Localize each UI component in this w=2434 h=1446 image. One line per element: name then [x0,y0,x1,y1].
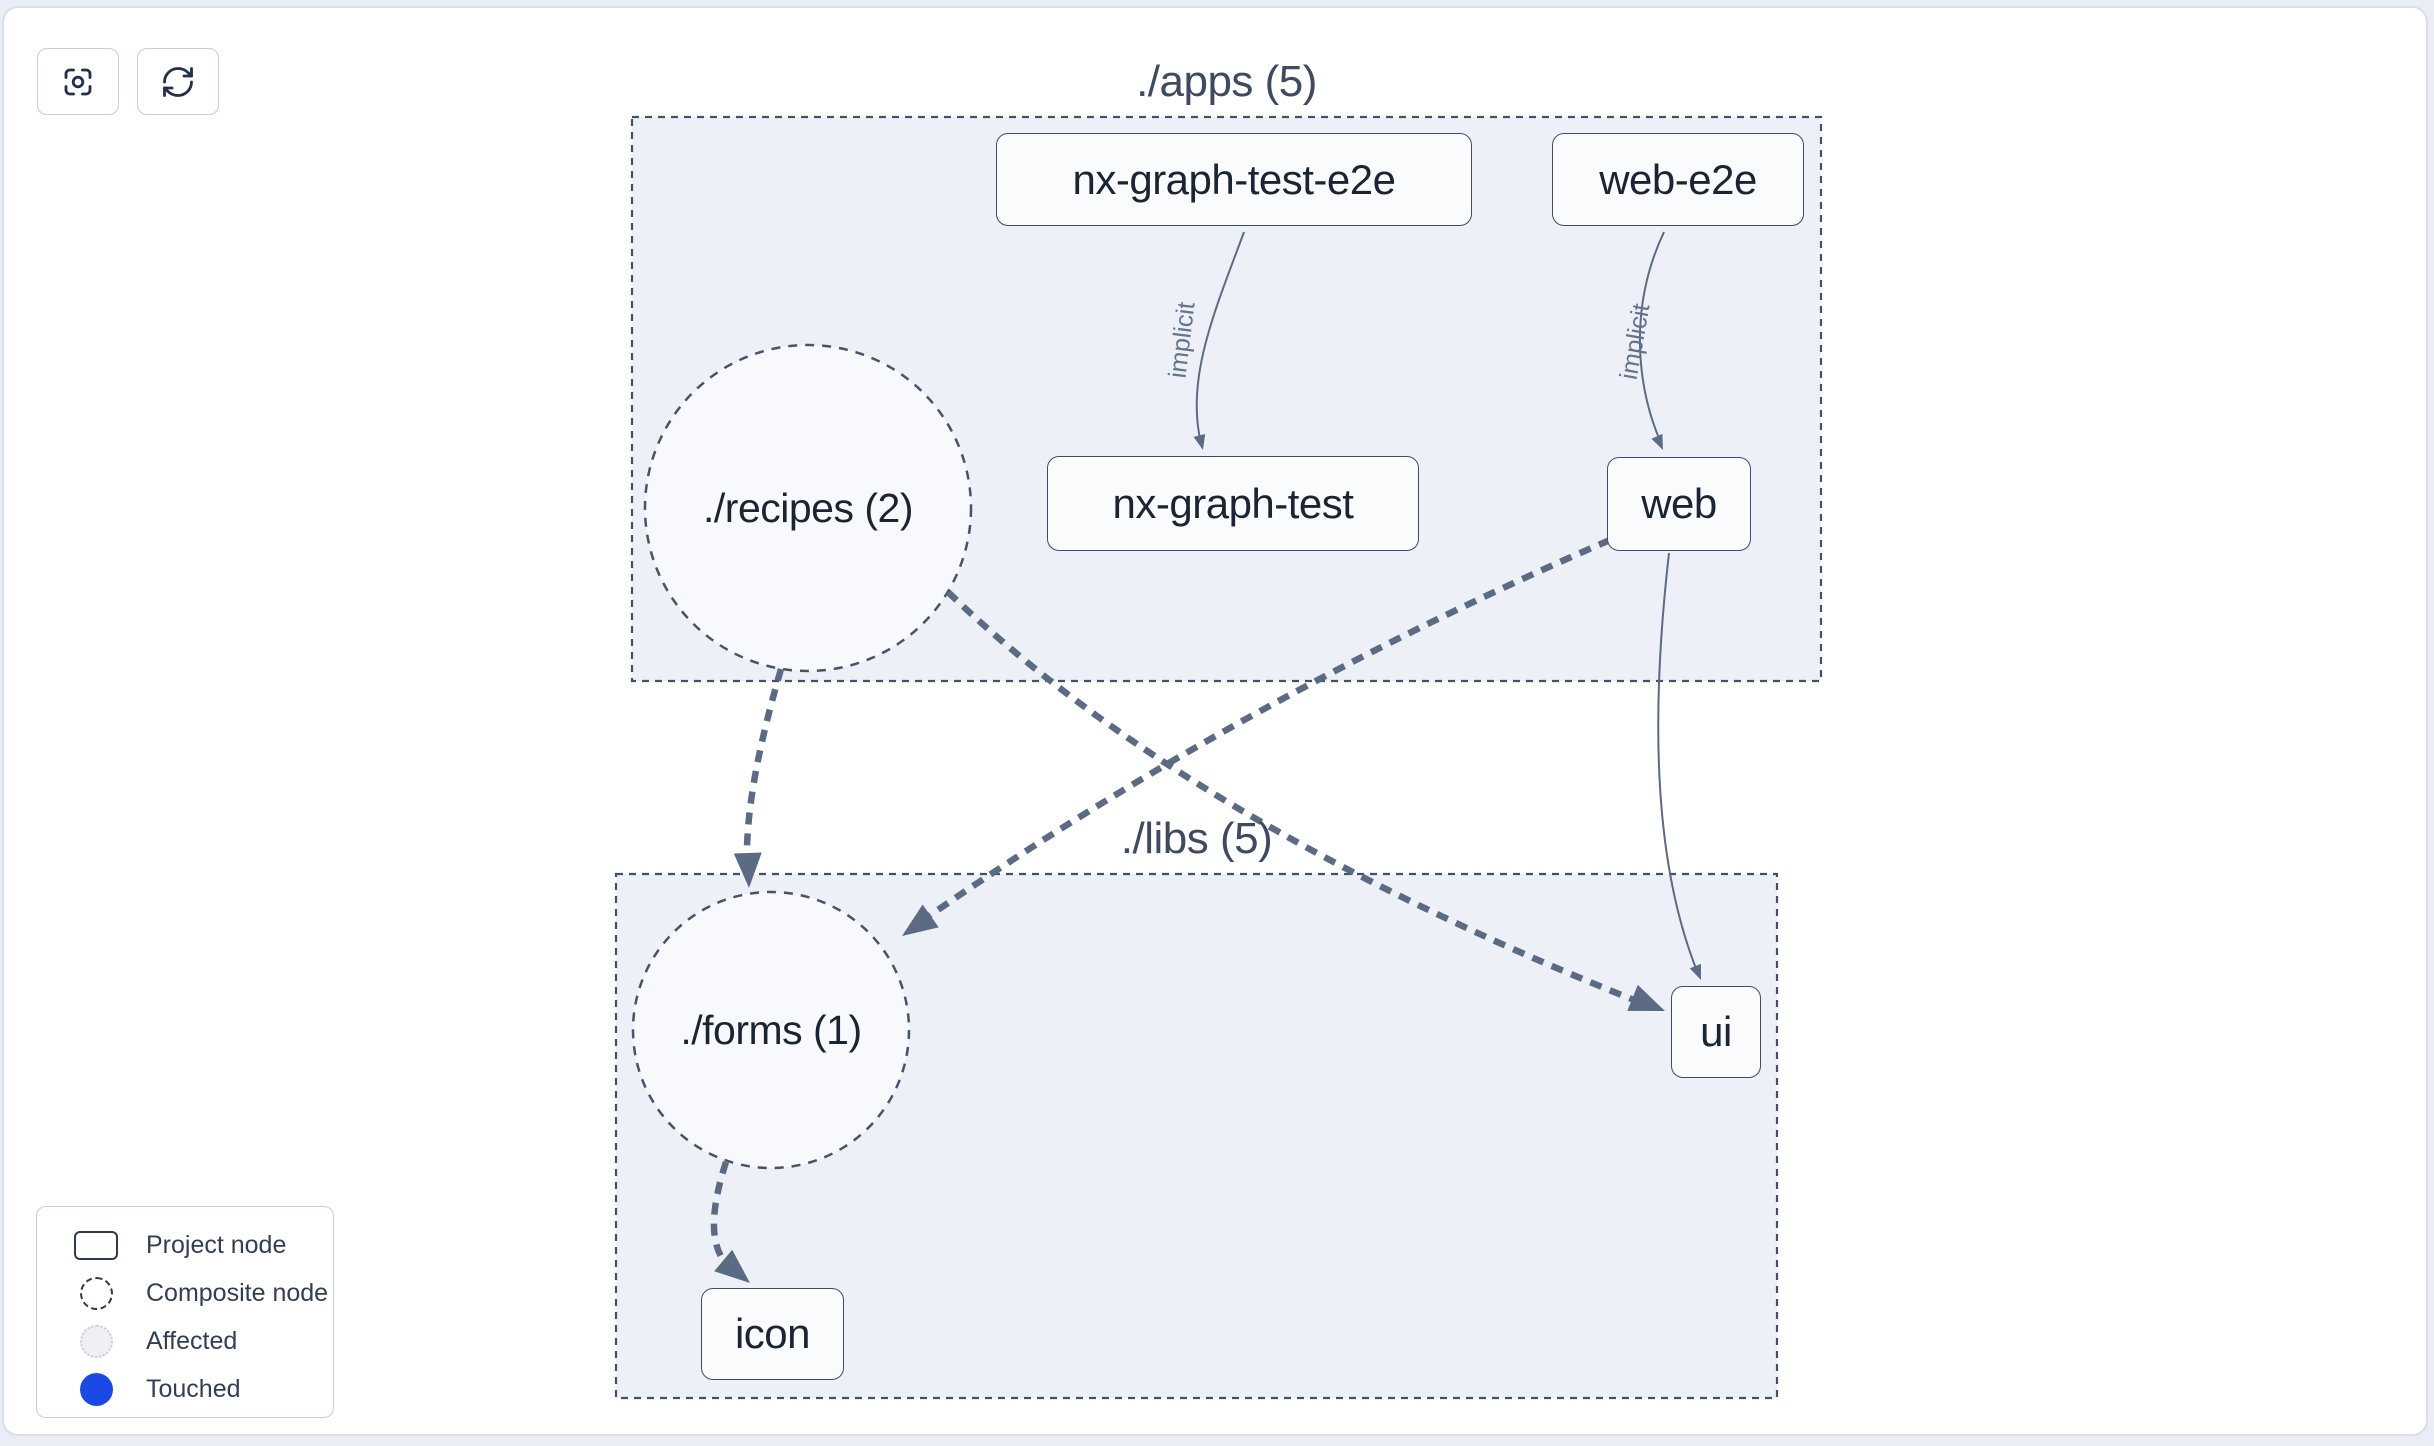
node-ui[interactable]: ui [1671,986,1761,1078]
arrowhead-icon [1627,984,1665,1011]
legend-label: Affected [146,1326,238,1355]
crosshair-focus-icon [64,68,92,95]
page-bottom-strip [0,1436,2434,1446]
edge-recipes-to-forms[interactable] [743,668,785,869]
toolbar [37,48,219,115]
node-icon[interactable]: icon [701,1288,844,1380]
refresh-icon [163,66,193,97]
legend-row-composite: Composite node [37,1269,333,1317]
focus-button[interactable] [37,48,119,115]
composite-circle-recipes[interactable] [643,343,973,673]
node-recipes-composite[interactable]: ./recipes (2) [703,484,913,531]
affected-swatch-icon [72,1324,120,1358]
arrowhead-icon [902,904,939,936]
arrowhead-icon [1689,963,1701,980]
graph-canvas[interactable]: implicit implicit ./apps (5) ./libs (5) … [2,6,2428,1436]
node-web-e2e[interactable]: web-e2e [1552,133,1804,226]
legend-label: Project node [146,1230,287,1259]
edge-web-to-ui[interactable] [1657,552,1698,972]
composite-circle-forms[interactable] [631,890,911,1170]
edge-recipes-to-ui[interactable] [945,589,1636,1004]
node-nx-graph-test-e2e[interactable]: nx-graph-test-e2e [996,133,1472,226]
legend-row-affected: Affected [37,1317,333,1365]
touched-swatch-icon [72,1372,120,1406]
arrowhead-icon [714,1249,750,1283]
legend-row-project: Project node [37,1221,333,1269]
group-title-libs: ./libs (5) [1120,814,1273,863]
legend: Project node Composite node Affected Tou… [36,1206,334,1418]
refresh-button[interactable] [137,48,219,115]
node-forms-composite[interactable]: ./forms (1) [680,1006,862,1053]
legend-label: Touched [146,1374,241,1403]
arrowhead-icon [1193,433,1206,450]
legend-label: Composite node [146,1278,329,1307]
project-node-swatch-icon [72,1230,120,1260]
edge-web-e2e-to-web[interactable] [1638,231,1665,444]
node-web[interactable]: web [1607,457,1751,551]
edge-web-to-forms[interactable] [927,537,1612,919]
composite-node-swatch-icon [72,1276,120,1310]
arrowhead-icon [733,852,762,888]
group-title-apps: ./apps (5) [1136,57,1317,106]
node-nx-graph-test[interactable]: nx-graph-test [1047,456,1419,551]
edge-nx-graph-test-e2e-to-nx-graph-test[interactable] [1195,231,1245,444]
arrowhead-icon [1651,433,1663,450]
legend-row-touched: Touched [37,1365,333,1413]
